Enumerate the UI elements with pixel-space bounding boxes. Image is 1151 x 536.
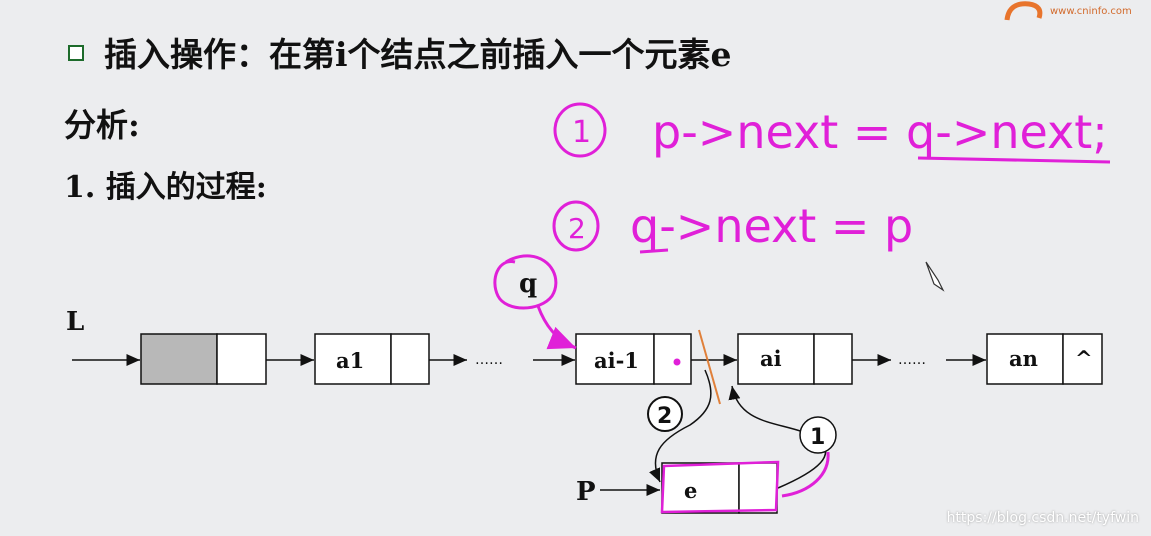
- q-label: q: [519, 269, 537, 299]
- head-node: [140, 333, 267, 385]
- logo-text: www.cninfo.com: [1050, 6, 1132, 17]
- p-label: P: [576, 477, 596, 507]
- analysis-heading: 分析:: [64, 106, 140, 144]
- node-an: an ^: [986, 333, 1103, 385]
- handwritten-line-1: 1 p->next = q->next;: [553, 102, 1111, 164]
- step1-magenta-stroke: [781, 451, 830, 498]
- new-node-e-label: e: [684, 478, 697, 503]
- line1-number: 1: [572, 115, 591, 150]
- list-label-L: L: [66, 307, 84, 337]
- cut-mark: [698, 329, 721, 405]
- node-an-label: an: [1009, 346, 1038, 371]
- line1-underline: [917, 156, 1111, 164]
- new-node-e: e: [660, 460, 780, 514]
- watermark: https://blog.csdn.net/tyfwin: [946, 510, 1139, 526]
- ellipsis-1: ……: [475, 352, 503, 368]
- slide-title: 插入操作：在第i个结点之前插入一个元素e: [68, 28, 732, 76]
- q-arrow: [536, 305, 577, 350]
- q-circle: [493, 254, 558, 310]
- pen-cursor-icon: [925, 261, 945, 292]
- node-ai: ai: [737, 333, 853, 385]
- step-heading: 1. 插入的过程:: [64, 170, 267, 205]
- node-a1-label: a1: [336, 348, 364, 373]
- line2-number: 2: [568, 212, 586, 245]
- step2-circle: [647, 396, 683, 432]
- bullet-square-icon: [68, 45, 84, 61]
- step2-label: 2: [657, 404, 672, 429]
- slide-title-text: 插入操作：在第i个结点之前插入一个元素e: [104, 35, 732, 74]
- node-ai-1: ai-1: [575, 333, 692, 385]
- node-a1: a1: [314, 333, 430, 385]
- node-ai-1-label: ai-1: [594, 348, 639, 373]
- step1-circle: [799, 416, 837, 454]
- node-ai-label: ai: [760, 346, 782, 371]
- line2-circle: [552, 200, 600, 252]
- line2-code: q->next = p: [630, 199, 913, 253]
- step1-label: 1: [810, 425, 825, 450]
- null-marker: ^: [1075, 346, 1093, 371]
- logo-icon: [1004, 1, 1043, 21]
- new-node-highlight: [660, 460, 780, 514]
- line1-circle: [553, 102, 607, 158]
- step2-link-curve: [649, 369, 712, 483]
- line1-code: p->next = q->next;: [652, 105, 1108, 159]
- handwritten-line-2: 2 q->next = p: [552, 199, 913, 254]
- pointer-dot: [673, 358, 681, 366]
- line2-underline: [639, 248, 669, 254]
- ellipsis-2: ……: [898, 352, 926, 368]
